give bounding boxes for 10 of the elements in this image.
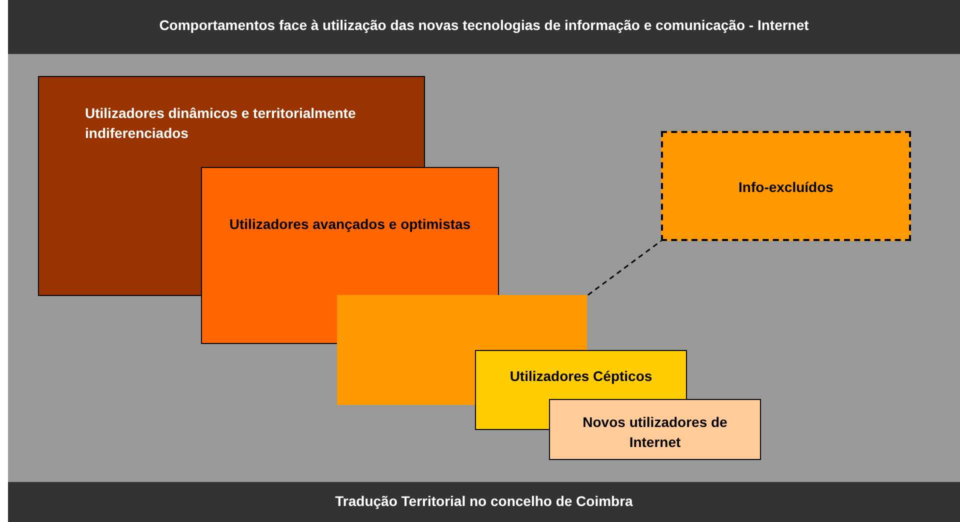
- segment-label: Info-excluídos: [738, 178, 834, 197]
- segment-label: Utilizadores Cépticos: [508, 367, 654, 386]
- segment-label: Utilizadores avançados e optimistas: [228, 215, 472, 234]
- dashed-connector: [588, 240, 662, 296]
- caption: Tradução Territorial no concelho de Coimbra: [334, 493, 634, 509]
- segment-label: Utilizadores dinâmicos e territorialmente indiferenciados: [84, 104, 357, 143]
- title: Comportamentos face à utilização das novas tecnologias de informação e comunicação - Internet: [158, 17, 810, 33]
- segment-box: [661, 131, 911, 241]
- segment-label: Novos utilizadores de Internet: [582, 413, 728, 452]
- segment-box: [549, 399, 761, 460]
